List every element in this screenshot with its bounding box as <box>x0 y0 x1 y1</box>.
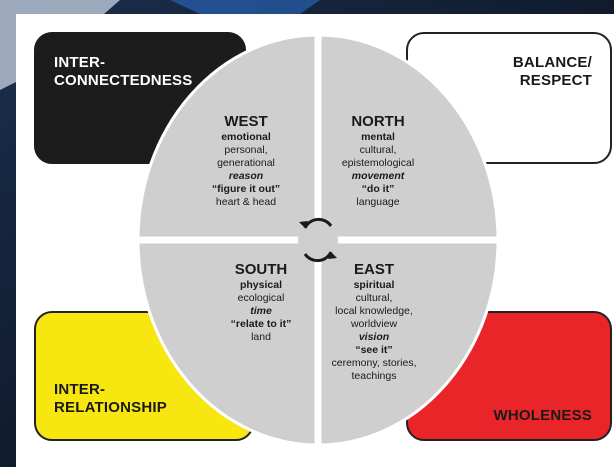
south-line: land <box>251 331 271 343</box>
east-line: “see it” <box>355 344 392 356</box>
west-title: WEST <box>224 113 267 130</box>
interrelationship-label: INTER- RELATIONSHIP <box>54 381 167 416</box>
west-line: generational <box>217 157 275 169</box>
west-line: “figure it out” <box>212 183 280 195</box>
west-line: heart & head <box>216 196 276 208</box>
north-title: NORTH <box>351 113 404 130</box>
east-line: local knowledge, <box>335 305 413 317</box>
south-line: ecological <box>238 292 285 304</box>
east-line: ceremony, stories, <box>332 357 417 369</box>
north-line: “do it” <box>362 183 395 195</box>
north-line: language <box>356 196 399 208</box>
east-title: EAST <box>354 261 394 278</box>
wholeness-label: WHOLENESS <box>493 407 592 424</box>
rotation-arrows-icon <box>303 217 333 263</box>
east-line: vision <box>359 331 389 343</box>
south-line: physical <box>240 279 282 291</box>
interconnectedness-label: INTER- CONNECTEDNESS <box>54 54 193 89</box>
north-quadrant: NORTH mentalcultural,epistemologicalmove… <box>342 113 414 208</box>
east-line: cultural, <box>356 292 393 304</box>
east-line: spiritual <box>354 279 395 291</box>
west-line: emotional <box>221 131 271 143</box>
west-line: personal, <box>224 144 267 156</box>
balance-respect-label: BALANCE/ RESPECT <box>512 54 592 89</box>
medicine-wheel: WEST emotionalpersonal,generationalreaso… <box>134 32 502 448</box>
north-line: movement <box>352 170 405 182</box>
south-title: SOUTH <box>235 261 288 278</box>
east-line: teachings <box>352 370 397 382</box>
south-line: time <box>250 305 272 317</box>
north-line: mental <box>361 131 395 143</box>
west-line: reason <box>229 170 263 182</box>
north-line: cultural, <box>360 144 397 156</box>
diagram-panel: INTER- CONNECTEDNESS BALANCE/ RESPECT IN… <box>16 14 614 467</box>
north-line: epistemological <box>342 157 414 169</box>
east-line: worldview <box>350 318 398 330</box>
west-quadrant: WEST emotionalpersonal,generationalreaso… <box>212 113 280 208</box>
south-line: “relate to it” <box>231 318 292 330</box>
